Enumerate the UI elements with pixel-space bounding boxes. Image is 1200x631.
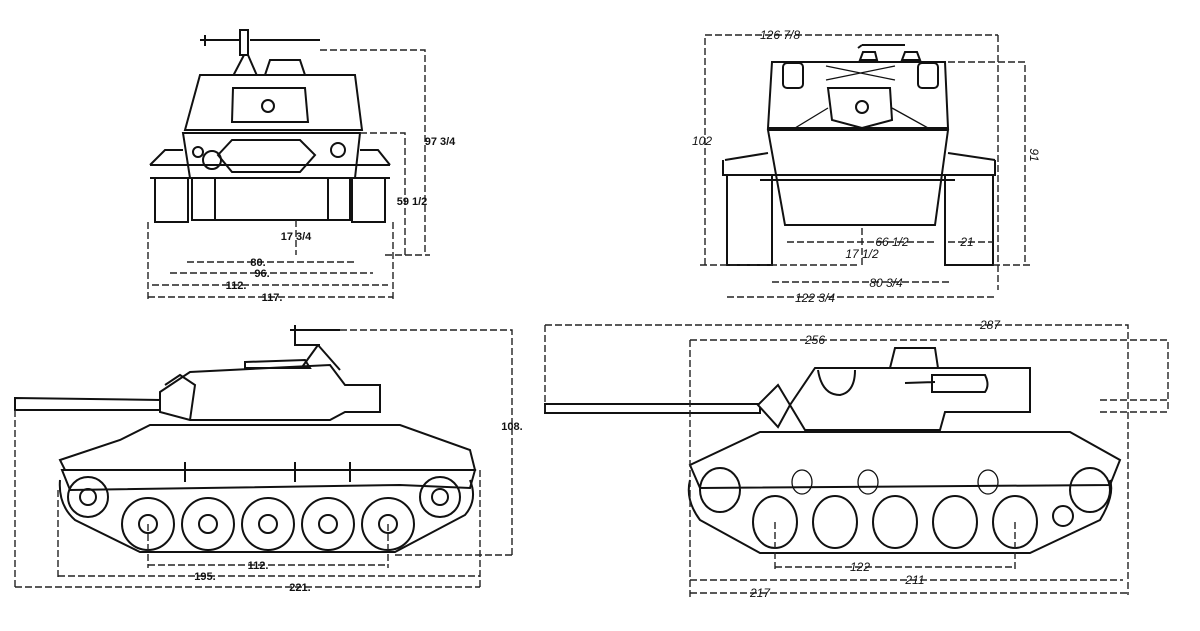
dim-height-left: 102 [692,134,712,148]
turret-stowage [904,374,989,393]
mantlet [164,373,197,421]
cupola [888,347,940,369]
turret-bulge [817,369,856,397]
machine-gun [290,325,341,371]
dim-wheelbase: 122 [850,560,870,574]
dim-track-center: 80 3/4 [869,276,903,290]
hull-rear [766,129,950,226]
dim-overall-length: 287 [979,318,1001,332]
light-left [192,146,204,158]
dim-hull-length: 195. [194,571,215,583]
dim-ground-clearance: 17 1/2 [845,247,879,261]
fender [60,462,477,492]
track [58,479,475,553]
dim-track-inner: 80. [250,257,265,269]
fenders [149,149,391,179]
track [687,479,1113,554]
dim-track-outer: 112. [226,280,247,292]
dim-track-center: 96. [254,268,269,280]
dim-overall-width: 117. [262,292,283,304]
turret [788,367,1031,431]
dim-wheelbase: 112. [248,560,269,572]
road-wheels [699,467,1111,549]
side-view-right: 287 256 122 211 217 [544,318,1169,600]
tracks [154,178,386,223]
machine-gun [200,29,320,79]
fenders [722,152,996,181]
dim-inner-span: 66 1/2 [875,235,909,249]
glacis-plate [216,139,317,173]
gun-barrel [14,396,161,411]
headlight-right [330,142,346,158]
gun-barrel [544,403,761,414]
dim-hull-height: 59 1/2 [397,196,428,208]
hull [688,431,1122,490]
dim-hull-length: 217 [749,586,771,600]
hull [58,424,477,471]
dim-ground-clearance: 17 3/4 [281,231,312,243]
dim-overall-width: 122 3/4 [795,291,835,305]
dim-height-right: 91 [1027,148,1041,161]
dim-turret-length: 256 [804,333,825,347]
turret [766,61,950,129]
lifting-eye-right [917,62,939,89]
headlight-left [202,150,222,170]
front-view: 97 3/4 59 1/2 17 3/4 80. 96. 112. 117. [147,29,456,304]
gun-muzzle [261,99,275,113]
turret-hatches [857,44,922,61]
lower-hull [191,178,351,221]
mantlet [756,383,792,429]
dim-track-length: 211 [904,573,924,587]
tracks [726,175,994,266]
lifting-eye-left [782,62,804,89]
turret-mantlet [230,87,310,123]
side-view-left: 108. 112. 195. 221. [14,325,523,594]
dim-overall-width-top: 126 7/8 [760,28,800,42]
dim-track-width: 21 [959,235,973,249]
rear-hatch [826,87,894,130]
pistol-port [855,100,869,114]
dim-height: 108. [501,421,522,433]
cupola [263,59,307,76]
cupola [244,358,312,369]
dim-height-total: 97 3/4 [425,136,456,148]
rear-view: 126 7/8 102 91 66 1/2 21 17 1/2 80 3/4 1… [692,28,1041,305]
dim-overall-length: 221. [289,582,310,594]
